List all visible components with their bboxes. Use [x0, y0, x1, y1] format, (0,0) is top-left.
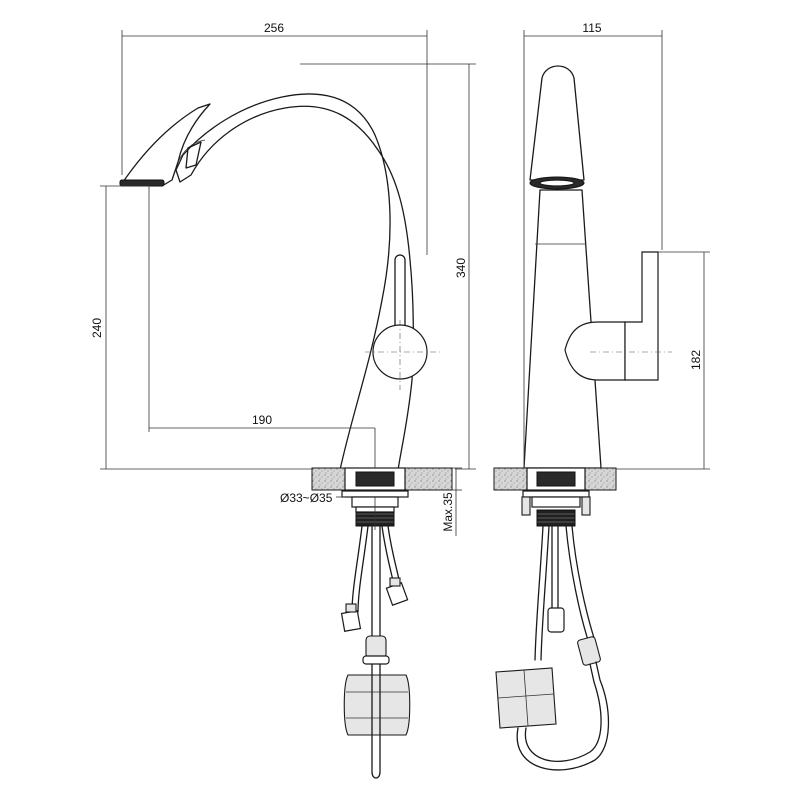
side-bolt-left [521, 496, 531, 516]
side-weight-split [523, 669, 529, 727]
front-dim-256-label: 256 [264, 21, 284, 35]
side-shank-top [536, 471, 576, 487]
front-shank-top [355, 471, 395, 487]
front-dim-240-label: 240 [90, 318, 104, 338]
front-dim-hole-label: Ø33~Ø35 [280, 491, 333, 505]
front-hose-right [381, 525, 395, 586]
front-dim-190-label: 190 [252, 413, 272, 427]
front-spout-slot [185, 141, 202, 169]
side-hose-loop [516, 661, 610, 771]
front-dim-340-label: 340 [454, 258, 468, 278]
front-quick-connect-ring [362, 655, 390, 665]
side-spray-face-inner [539, 179, 575, 187]
side-pullout-hose-left [534, 525, 544, 661]
front-faucet-body [175, 93, 414, 471]
front-hose-right-b [387, 525, 401, 586]
side-handle-hub [564, 321, 626, 381]
side-pullout-hose-left-b [540, 525, 550, 661]
front-dim-max-label: Max.35 [441, 492, 455, 532]
side-spout [529, 65, 585, 181]
side-weight-band [497, 693, 555, 699]
front-hose-ferrule-right [389, 577, 401, 587]
side-bracket [531, 496, 581, 508]
side-quick-connect [577, 636, 601, 666]
side-hose-right-b [571, 525, 595, 639]
side-washer [522, 490, 590, 498]
side-threaded-shank [536, 509, 576, 527]
front-hose-ferrule-left [345, 603, 357, 613]
front-washer [341, 490, 409, 498]
front-hose-weight [343, 674, 411, 736]
front-spout-head [122, 103, 211, 187]
side-view: 115 182 [493, 21, 710, 771]
side-handle-lever [624, 251, 659, 381]
side-hose-fitting [547, 607, 565, 633]
front-view: 256 340 240 190 Ø33~Ø35 Max.35 [90, 21, 476, 779]
side-hose-loop-b [524, 663, 602, 762]
side-bolt-right [581, 496, 591, 516]
front-hose-fitting-left [340, 610, 362, 632]
front-hose-left [351, 525, 363, 613]
front-pullout-hose-lower [371, 663, 381, 779]
side-dim-182-label: 182 [689, 350, 703, 370]
front-hose-left-b [357, 525, 369, 613]
side-dim-115-label: 115 [582, 21, 601, 35]
side-hose-right [565, 525, 589, 641]
front-spray-face [119, 179, 165, 187]
front-quick-connect [365, 635, 387, 659]
